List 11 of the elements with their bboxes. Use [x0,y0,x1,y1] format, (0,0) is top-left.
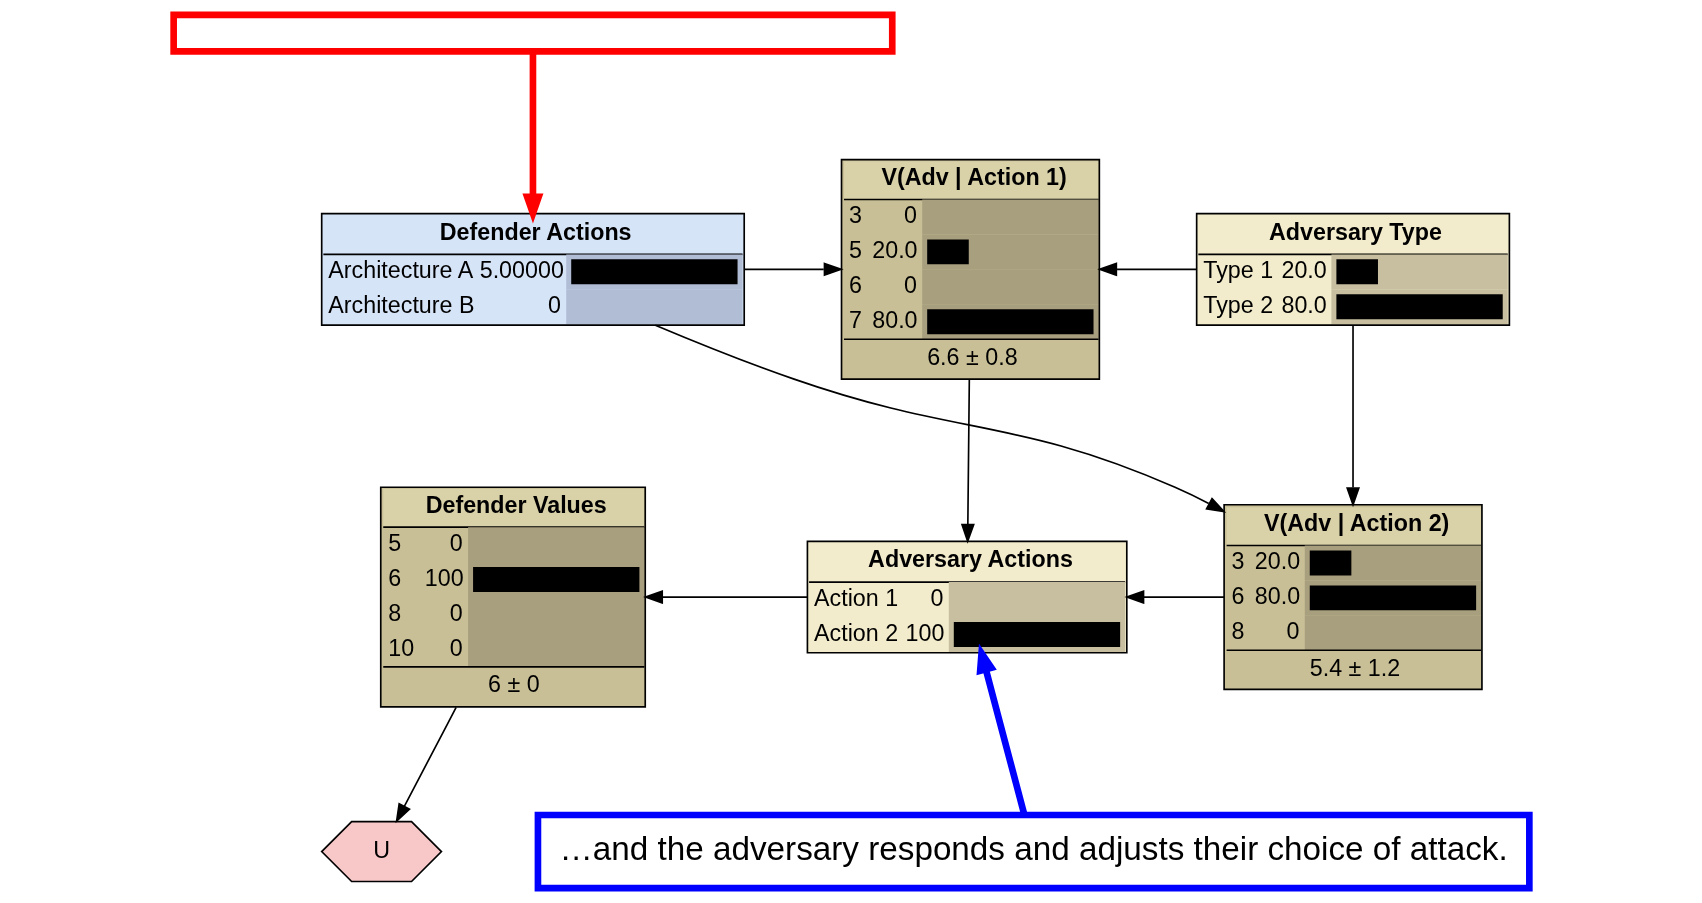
arrow [521,51,543,224]
arrow [394,706,457,824]
node-box: …and the adversary responds and adjusts their choice of attack. [534,811,1533,892]
arrow [1096,262,1197,277]
arrow [654,324,1226,513]
arrow [1123,590,1225,605]
arrow [960,378,975,544]
node-box [169,11,896,55]
arrow [642,590,808,605]
arrow [1345,324,1360,508]
arrow [743,262,844,277]
